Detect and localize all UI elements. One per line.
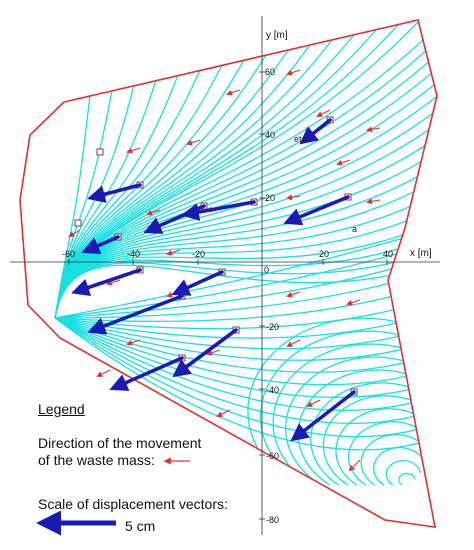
y-axis-label: y [m] bbox=[266, 30, 288, 41]
displacement-vector bbox=[172, 328, 238, 378]
legend-direction-line2: of the waste mass: bbox=[38, 452, 155, 468]
y-tick-label: 40 bbox=[265, 130, 275, 140]
displacement-vector bbox=[180, 200, 256, 221]
streamline bbox=[54, 261, 437, 319]
direction-arrow bbox=[336, 159, 351, 166]
direction-arrow bbox=[286, 69, 301, 76]
displacement-vectors bbox=[71, 118, 356, 442]
x-tick-label: 40 bbox=[383, 249, 393, 259]
streamline bbox=[54, 24, 399, 319]
streamline bbox=[247, 317, 437, 486]
x-tick-label: 20 bbox=[319, 249, 329, 259]
streamline bbox=[54, 285, 431, 322]
direction-arrow bbox=[226, 89, 241, 96]
direction-arrow bbox=[346, 299, 361, 306]
streamline bbox=[272, 343, 437, 486]
x-tick-label: -60 bbox=[62, 249, 75, 259]
direction-arrow bbox=[106, 279, 121, 286]
displacement-vector bbox=[299, 118, 332, 145]
streamline bbox=[54, 317, 431, 451]
direction-arrow bbox=[316, 109, 331, 117]
point-label-a: a bbox=[352, 224, 357, 234]
streamline bbox=[373, 446, 427, 486]
streamline bbox=[385, 459, 421, 486]
displacement-vector bbox=[283, 195, 350, 226]
streamline bbox=[54, 37, 437, 319]
direction-arrow bbox=[126, 339, 141, 346]
y-tick-label: 20 bbox=[265, 193, 275, 203]
direction-arrow bbox=[146, 209, 161, 216]
streamline bbox=[54, 317, 431, 424]
streamline bbox=[54, 54, 267, 319]
streamline bbox=[54, 317, 431, 399]
y-tick-label: -60 bbox=[266, 451, 279, 461]
direction-arrow bbox=[166, 249, 181, 256]
direction-arrow bbox=[206, 349, 221, 356]
legend-scale-label: Scale of displacement vectors: bbox=[38, 496, 228, 512]
direction-arrow bbox=[366, 198, 381, 205]
streamline bbox=[398, 472, 416, 486]
streamline bbox=[54, 229, 431, 319]
x-tick-label: 0 bbox=[264, 265, 269, 275]
displacement-vector bbox=[171, 270, 224, 296]
x-tick-label: -20 bbox=[192, 249, 205, 259]
measurement-point bbox=[96, 148, 104, 156]
streamline bbox=[54, 317, 431, 373]
y-tick-label: -40 bbox=[266, 385, 279, 395]
x-tick-label: -40 bbox=[127, 249, 140, 259]
legend-scale-value: 5 cm bbox=[125, 518, 156, 534]
direction-arrow bbox=[286, 291, 301, 298]
streamline bbox=[310, 382, 437, 486]
direction-arrow bbox=[286, 194, 301, 201]
displacement-vector bbox=[71, 268, 142, 297]
streamline bbox=[285, 356, 437, 486]
x-axis-label: x [m] bbox=[410, 248, 432, 259]
displacement-vector bbox=[87, 294, 184, 335]
displacement-vector bbox=[290, 390, 356, 442]
streamline bbox=[360, 434, 432, 486]
streamline bbox=[54, 23, 437, 319]
direction-arrow bbox=[126, 147, 141, 154]
streamline bbox=[54, 317, 431, 411]
y-tick-label: -20 bbox=[266, 322, 279, 332]
y-tick-label: -80 bbox=[266, 515, 279, 525]
streamline bbox=[54, 317, 431, 438]
streamline bbox=[54, 317, 431, 386]
streamline bbox=[347, 421, 437, 486]
point-label-eta: eta bbox=[294, 134, 307, 144]
streamline bbox=[259, 330, 437, 486]
streamline bbox=[54, 107, 437, 319]
direction-arrow bbox=[216, 409, 231, 417]
direction-arrow bbox=[306, 399, 321, 407]
axis-ticks bbox=[68, 71, 388, 520]
streamline bbox=[297, 369, 437, 486]
streamline bbox=[54, 271, 431, 319]
direction-arrow bbox=[68, 229, 81, 238]
streamline bbox=[54, 64, 223, 319]
streamline bbox=[54, 149, 437, 319]
streamline bbox=[54, 243, 431, 319]
measurement-point bbox=[74, 219, 82, 227]
direction-arrow bbox=[96, 369, 111, 377]
direction-arrow bbox=[186, 139, 201, 146]
y-tick-label: 60 bbox=[265, 67, 275, 77]
direction-arrows bbox=[68, 69, 381, 472]
direction-arrow bbox=[348, 459, 361, 472]
area-boundary bbox=[19, 19, 438, 528]
streamline bbox=[54, 44, 311, 319]
legend-direction-line1: Direction of the movement bbox=[38, 435, 202, 451]
streamline bbox=[54, 39, 333, 319]
streamline bbox=[54, 257, 431, 319]
displacement-vector bbox=[143, 204, 206, 234]
displacement-vector bbox=[109, 356, 184, 391]
streamline bbox=[335, 408, 437, 486]
displacement-vector bbox=[87, 183, 142, 203]
direction-arrow bbox=[286, 339, 301, 347]
displacement-vector bbox=[81, 235, 120, 254]
streamline bbox=[54, 94, 91, 319]
direction-arrow bbox=[366, 126, 381, 133]
legend-title: Legend bbox=[38, 401, 85, 417]
streamline bbox=[54, 20, 421, 319]
